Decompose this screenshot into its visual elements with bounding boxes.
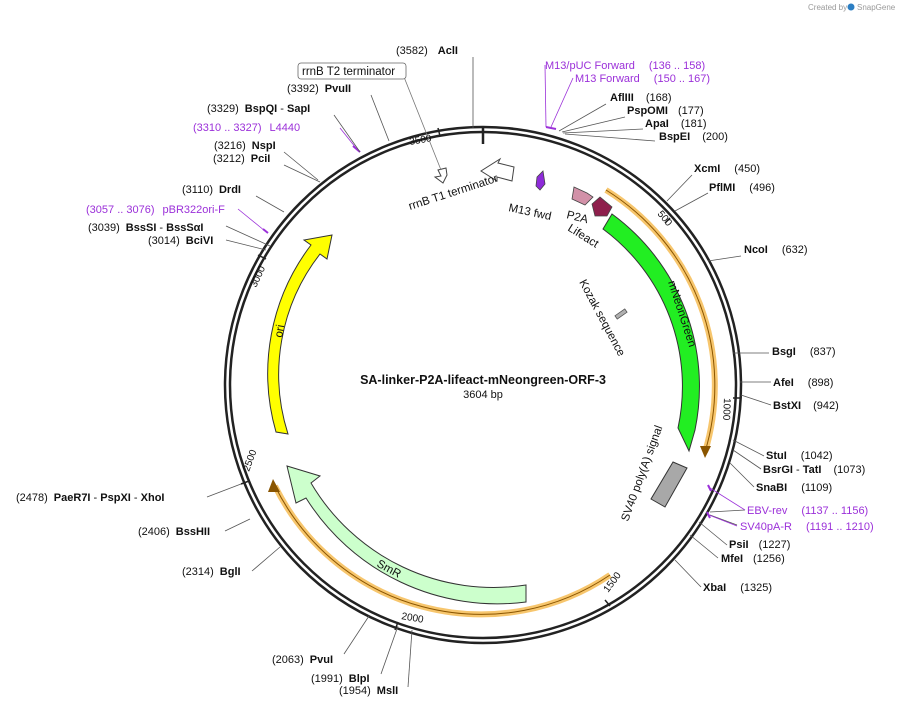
primer-labels: M13/pUC Forward(136 .. 158) M13 Forward(… bbox=[86, 60, 874, 533]
site-leaders bbox=[206, 57, 772, 688]
site-afei[interactable]: AfeI(898) bbox=[773, 377, 833, 389]
kozak-feature[interactable] bbox=[614, 308, 628, 320]
tick-label-1000: 1000 bbox=[720, 398, 732, 421]
kozak-label: Kozak sequence bbox=[576, 278, 627, 359]
site-pcii[interactable]: (3212)PciI bbox=[213, 153, 270, 165]
tick-label-2000: 2000 bbox=[400, 611, 424, 626]
m13-fwd-label: M13 fwd bbox=[507, 202, 552, 223]
orf-highlight-smr-line bbox=[274, 485, 611, 615]
site-ncoi[interactable]: NcoI(632) bbox=[744, 244, 808, 256]
site-bspqi-sapi[interactable]: (3329)BspQI - SapI bbox=[207, 103, 310, 115]
p2a-feature[interactable] bbox=[571, 186, 594, 206]
created-by-text: Created by bbox=[808, 3, 847, 12]
rrnb-t2-label: rrnB T2 terminator bbox=[302, 66, 395, 78]
site-drdi[interactable]: (3110)DrdI bbox=[182, 184, 241, 196]
rrnb-t2-feature[interactable] bbox=[433, 167, 448, 184]
site-pspomi[interactable]: PspOMI(177) bbox=[627, 105, 704, 117]
rrnb-t1-label: rrnB T1 terminator bbox=[407, 173, 499, 213]
site-bstxi[interactable]: BstXI(942) bbox=[773, 400, 839, 412]
primer-m13-forward[interactable]: M13 Forward(150 .. 167) bbox=[575, 73, 710, 85]
site-bgli[interactable]: (2314)BglI bbox=[182, 566, 241, 578]
lifeact-feature[interactable] bbox=[591, 196, 613, 217]
primer-pbr322ori-f[interactable]: (3057 .. 3076)pBR322ori-F bbox=[86, 204, 225, 216]
p2a-label: P2A bbox=[565, 209, 589, 226]
tick-1500 bbox=[604, 599, 611, 607]
site-bsrgi-tati[interactable]: BsrGI - TatI(1073) bbox=[763, 464, 865, 476]
site-bspei[interactable]: BspEI(200) bbox=[659, 131, 728, 143]
site-afliii[interactable]: AflIII(168) bbox=[610, 92, 672, 104]
snapgene-branding: Created by SnapGene bbox=[808, 3, 896, 12]
rrnb-t2-leader bbox=[403, 76, 442, 171]
snapgene-logo-icon bbox=[847, 3, 855, 11]
site-pvuii-3392[interactable]: (3392)PvuII bbox=[287, 83, 351, 95]
m13-fwd-feature[interactable] bbox=[535, 170, 546, 191]
site-pvui[interactable]: (2063)PvuI bbox=[272, 654, 333, 666]
mneongreen-feature[interactable] bbox=[602, 213, 700, 453]
site-xbai[interactable]: XbaI(1325) bbox=[703, 582, 772, 594]
tick-label-3500: 3500 bbox=[409, 133, 433, 148]
primer-l4440[interactable]: (3310 .. 3327)L4440 bbox=[193, 122, 300, 134]
ori-label: ori bbox=[273, 324, 287, 339]
plasmid-name: SA-linker-P2A-lifeact-mNeongreen-ORF-3 bbox=[360, 373, 606, 387]
site-stui[interactable]: StuI(1042) bbox=[766, 450, 833, 462]
site-msli[interactable]: (1954)MslI bbox=[339, 685, 398, 697]
site-psii[interactable]: PsiI(1227) bbox=[729, 539, 790, 551]
orf-highlight-main-arrow bbox=[700, 446, 711, 458]
lifeact-label: Lifeact bbox=[565, 222, 601, 251]
tick-label-1500: 1500 bbox=[602, 570, 624, 595]
site-mfei[interactable]: MfeI(1256) bbox=[721, 553, 785, 565]
site-bsshii[interactable]: (2406)BssHII bbox=[138, 526, 210, 538]
site-blpi[interactable]: (1991)BlpI bbox=[311, 673, 370, 685]
primer-m13-puc-forward[interactable]: M13/pUC Forward(136 .. 158) bbox=[545, 60, 705, 72]
site-labels: (3582)AclI (3392)PvuII (3329)BspQI - Sap… bbox=[16, 45, 865, 697]
primer-leaders bbox=[237, 64, 746, 527]
tick-label-2500: 2500 bbox=[241, 448, 259, 473]
plasmid-length: 3604 bp bbox=[463, 389, 503, 401]
tick-label-3000: 3000 bbox=[249, 264, 269, 289]
site-paer7i-pspxi-xhoi[interactable]: (2478)PaeR7I - PspXI - XhoI bbox=[16, 492, 164, 504]
snapgene-brand-text: SnapGene bbox=[857, 3, 896, 12]
sv40-polya-feature[interactable] bbox=[650, 461, 688, 508]
smr-feature[interactable] bbox=[286, 465, 527, 605]
tick-2000 bbox=[394, 621, 399, 631]
site-acli[interactable]: (3582)AclI bbox=[396, 45, 458, 57]
primer-marker-ebv bbox=[707, 484, 712, 492]
sv40-polya-label: SV40 poly(A) signal bbox=[620, 424, 666, 523]
ori-feature[interactable] bbox=[267, 234, 333, 435]
tick-label-500: 500 bbox=[655, 209, 674, 229]
site-snabi[interactable]: SnaBI(1109) bbox=[756, 482, 832, 494]
smr-label: SmR bbox=[375, 558, 403, 581]
tick-3500 bbox=[437, 127, 441, 137]
primer-sv40pa-r[interactable]: SV40pA-R(1191 .. 1210) bbox=[740, 521, 874, 533]
rrnb-t2-label-box bbox=[297, 62, 407, 80]
rrnb-t1-feature[interactable] bbox=[480, 157, 515, 182]
orf-highlight-smr-arrow bbox=[268, 479, 280, 492]
primer-marker-sv40pa bbox=[706, 511, 711, 519]
site-bcivi[interactable]: (3014)BciVI bbox=[148, 235, 213, 247]
tick-500 bbox=[664, 217, 671, 224]
site-bsssi[interactable]: (3039)BssSI - BssSαI bbox=[88, 222, 204, 234]
site-bsgi[interactable]: BsgI(837) bbox=[772, 346, 836, 358]
site-pflmi[interactable]: PflMI(496) bbox=[709, 182, 775, 194]
site-xcmi[interactable]: XcmI(450) bbox=[694, 163, 760, 175]
site-apai[interactable]: ApaI(181) bbox=[645, 118, 707, 130]
orf-highlight-main-line bbox=[605, 189, 716, 453]
site-nspi[interactable]: (3216)NspI bbox=[214, 140, 276, 152]
tick-2500 bbox=[240, 480, 250, 485]
primer-marker-m13-puc bbox=[545, 126, 557, 130]
primer-ebv-rev[interactable]: EBV-rev(1137 .. 1156) bbox=[747, 505, 868, 517]
tick-3000 bbox=[257, 254, 267, 260]
